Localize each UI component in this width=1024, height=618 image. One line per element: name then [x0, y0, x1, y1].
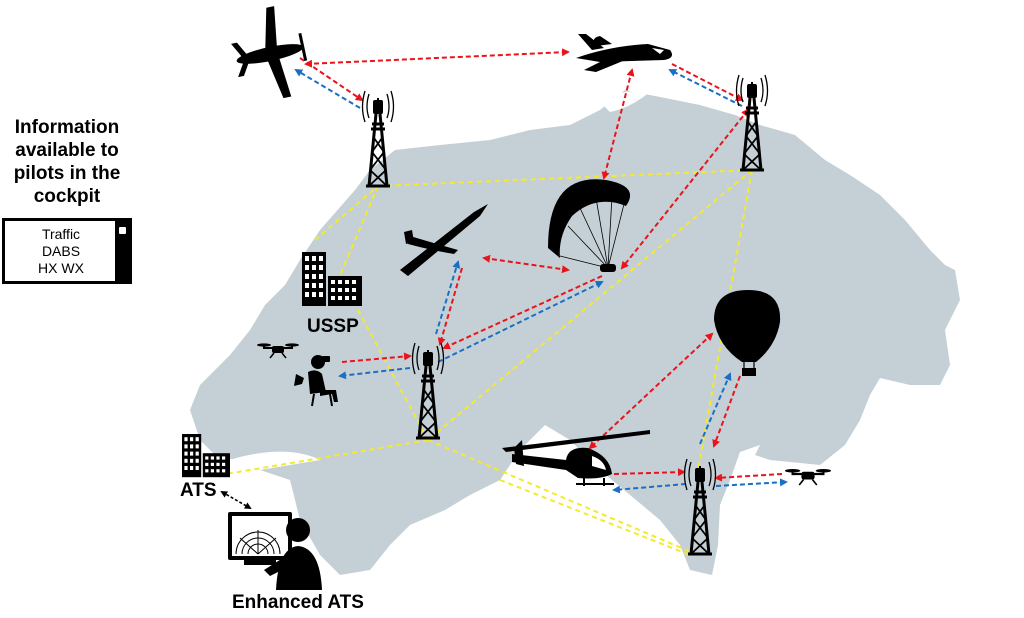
ats-eats-link — [220, 491, 252, 509]
cockpit-info-title: Information available to pilots in the c… — [0, 116, 134, 208]
paraglider-icon — [548, 179, 631, 272]
cockpit-item-hx-wx: HX WX — [38, 260, 84, 276]
display-bezel — [115, 221, 129, 281]
switzerland-map — [190, 90, 960, 575]
lake-geneva — [205, 451, 320, 474]
ussp-label: USSP — [307, 316, 359, 337]
cockpit-item-dabs: DABS — [41, 243, 81, 259]
business-jet-icon — [576, 34, 672, 72]
glider-icon — [400, 204, 488, 276]
red-links — [299, 48, 783, 482]
blue-links — [294, 68, 788, 494]
display-button-icon — [119, 227, 126, 234]
hot-air-balloon-icon — [714, 290, 781, 376]
cockpit-title-line: cockpit — [33, 186, 101, 207]
cockpit-item-traffic: Traffic — [41, 226, 81, 242]
cockpit-title-line: pilots in the — [13, 163, 121, 184]
helicopter-icon — [502, 430, 650, 486]
cockpit-title-line: available to — [15, 140, 119, 161]
cockpit-display: Traffic DABS HX WX — [2, 218, 132, 284]
small-plane-icon — [231, 6, 308, 99]
enhanced-ats-icon — [228, 512, 322, 590]
drone-icon — [783, 467, 833, 487]
ats-label: ATS — [180, 480, 217, 501]
cockpit-title-line: Information — [14, 117, 120, 138]
drone-pilot-icon — [294, 355, 338, 407]
enhanced-ats-label: Enhanced ATS — [232, 592, 364, 613]
cockpit-display-list: Traffic DABS HX WX — [5, 226, 117, 277]
